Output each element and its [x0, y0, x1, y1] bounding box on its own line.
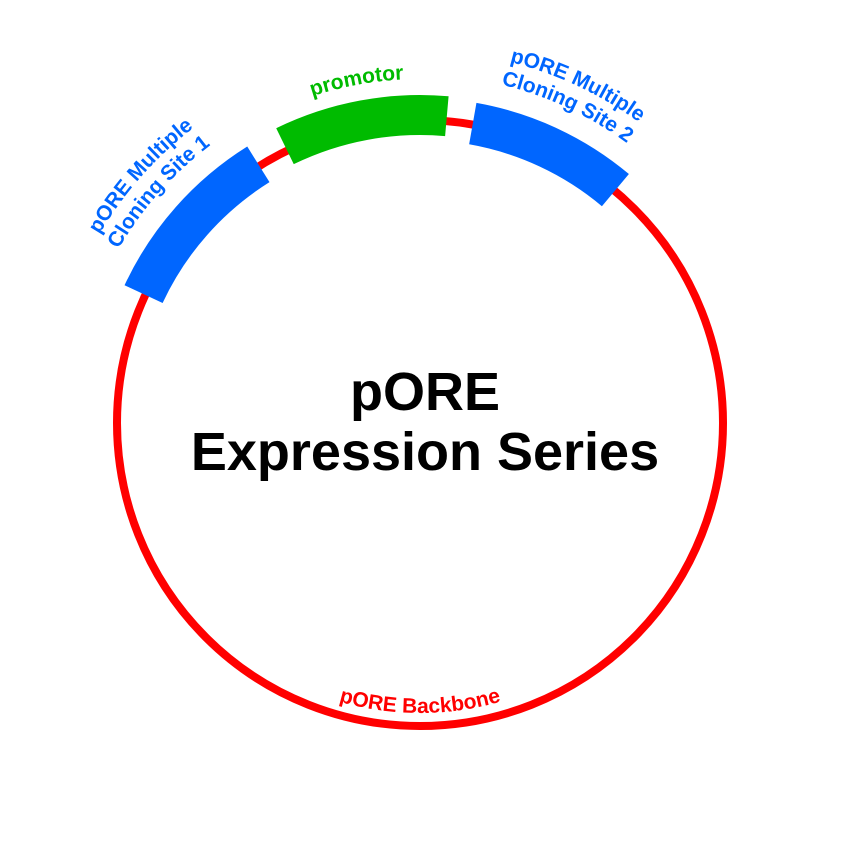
promotor-label-line-1: promotor: [307, 61, 404, 101]
title-line-1: pORE: [349, 362, 500, 422]
plasmid-title: pORE Expression Series: [0, 362, 850, 482]
mcs2-feature-block: [469, 102, 629, 207]
promotor-feature-block: [276, 95, 449, 165]
mcs1-feature-block: [124, 146, 270, 303]
title-line-2: Expression Series: [190, 422, 660, 482]
backbone-label: pORE Backbone: [337, 684, 502, 718]
